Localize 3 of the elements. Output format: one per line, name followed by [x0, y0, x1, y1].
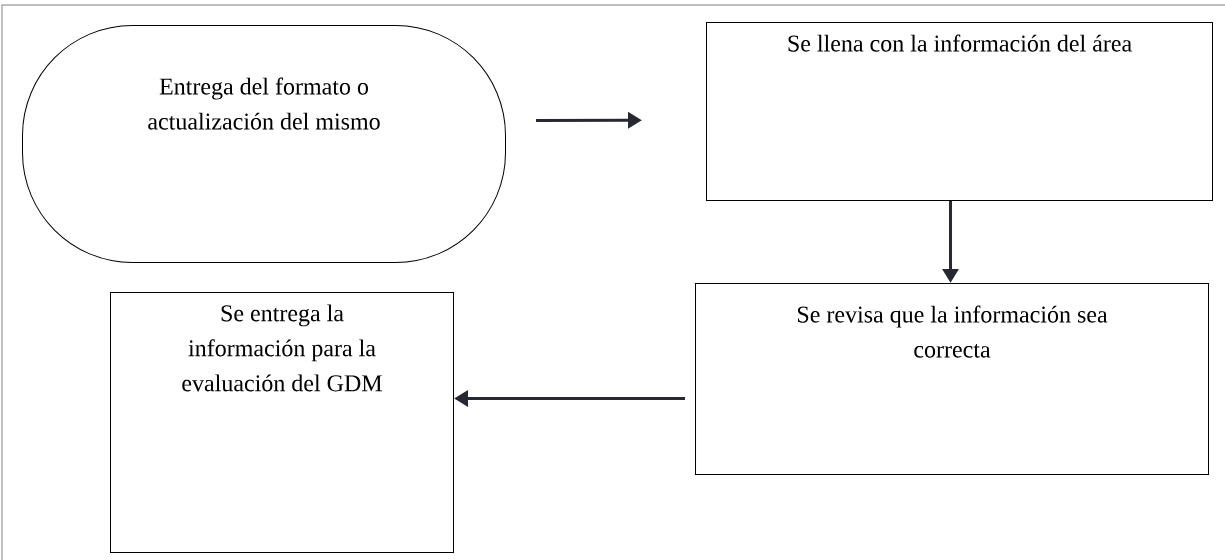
process-box: Se llena con la información del área: [706, 22, 1213, 201]
process-box: Se revisa que la información sea correcta: [695, 283, 1209, 475]
process-box: Se entrega la información para la evaluación del GDM: [110, 292, 454, 553]
